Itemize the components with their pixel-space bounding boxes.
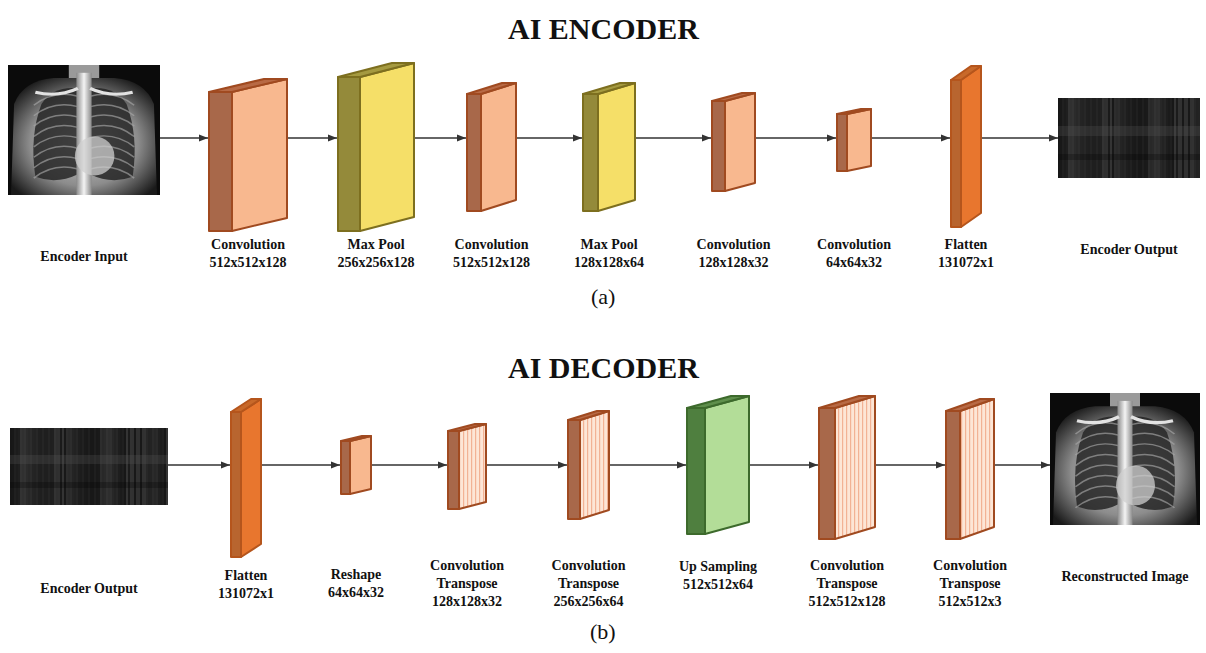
layer-node: Convolution Transpose 128x128x32 xyxy=(447,423,487,510)
layer-node: Flatten 131072x1 xyxy=(230,398,262,558)
layer-label: Convolution 128x128x32 xyxy=(684,236,784,272)
layer-node: Max Pool 256x256x128 xyxy=(337,62,415,232)
image-node: Reconstructed Image xyxy=(1050,393,1200,525)
layer-label: Convolution 512x512x128 xyxy=(442,236,542,272)
layer-node: Convolution Transpose 512x512x3 xyxy=(945,398,995,540)
layer-node: Convolution 128x128x32 xyxy=(711,92,756,192)
flow-arrow xyxy=(372,464,447,465)
layer-label: Up Sampling 512x512x64 xyxy=(668,558,768,594)
layer-label: Max Pool 256x256x128 xyxy=(326,236,426,272)
panel-letter: (b) xyxy=(590,619,616,645)
image-node: Encoder Input xyxy=(8,65,160,195)
image-node: Encoder Output xyxy=(1058,98,1200,178)
convolution-block xyxy=(466,82,517,212)
flow-arrow xyxy=(160,137,208,138)
flow-arrow xyxy=(876,464,945,465)
flow-arrow xyxy=(168,464,230,465)
layer-node: Max Pool 128x128x64 xyxy=(582,82,636,212)
convolution-block xyxy=(208,78,288,232)
layer-label: Max Pool 128x128x64 xyxy=(559,236,659,272)
convolution-block xyxy=(836,108,872,172)
flow-arrow xyxy=(517,137,582,138)
layer-label: Reshape 64x64x32 xyxy=(306,566,406,602)
layer-label: Convolution Transpose 256x256x64 xyxy=(539,557,639,611)
flow-arrow xyxy=(262,464,340,465)
layer-label: Convolution 512x512x128 xyxy=(198,236,298,272)
flatten-block xyxy=(230,398,262,558)
encoded-image xyxy=(10,428,168,505)
layer-node: Up Sampling 512x512x64 xyxy=(686,395,750,535)
layer-label: Encoder Output xyxy=(1059,241,1199,259)
layer-node: Convolution 512x512x128 xyxy=(208,78,288,232)
xray-image xyxy=(1050,393,1200,525)
layer-node: Convolution Transpose 256x256x64 xyxy=(567,410,610,520)
layer-label: Flatten 131072x1 xyxy=(196,567,296,603)
flow-arrow xyxy=(415,137,466,138)
flow-arrow xyxy=(610,464,686,465)
transpose-block xyxy=(945,398,995,540)
flatten-block xyxy=(950,65,982,228)
flow-arrow xyxy=(487,464,567,465)
layer-node: Convolution Transpose 512x512x128 xyxy=(818,395,876,540)
layer-node: Flatten 131072x1 xyxy=(950,65,982,228)
transpose-block xyxy=(447,423,487,510)
layer-label: Convolution Transpose 512x512x3 xyxy=(920,557,1020,611)
flow-arrow xyxy=(750,464,818,465)
layer-label: Convolution 64x64x32 xyxy=(804,236,904,272)
image-node: Encoder Output xyxy=(10,428,168,505)
panel-letter: (a) xyxy=(591,284,615,310)
transpose-block xyxy=(818,395,876,540)
layer-node: Reshape 64x64x32 xyxy=(340,435,372,495)
flow-arrow xyxy=(982,137,1058,138)
encoded-image xyxy=(1058,98,1200,178)
layer-label: Encoder Output xyxy=(19,580,159,598)
layer-node: Convolution 64x64x32 xyxy=(836,108,872,172)
transpose-block xyxy=(567,410,610,520)
layer-label: Flatten 131072x1 xyxy=(916,236,1016,272)
maxpool-block xyxy=(582,82,636,212)
convolution-block xyxy=(340,435,372,495)
layer-label: Reconstructed Image xyxy=(1055,568,1195,586)
flow-arrow xyxy=(636,137,711,138)
xray-image xyxy=(8,65,160,195)
section-title: AI ENCODER xyxy=(508,12,699,46)
flow-arrow xyxy=(872,137,950,138)
layer-label: Convolution Transpose 512x512x128 xyxy=(797,557,897,611)
maxpool-block xyxy=(337,62,415,232)
layer-label: Convolution Transpose 128x128x32 xyxy=(417,557,517,611)
convolution-block xyxy=(711,92,756,192)
layer-node: Convolution 512x512x128 xyxy=(466,82,517,212)
section-title: AI DECODER xyxy=(508,351,699,385)
layer-label: Encoder Input xyxy=(14,248,154,266)
flow-arrow xyxy=(288,137,337,138)
flow-arrow xyxy=(756,137,836,138)
flow-arrow xyxy=(995,464,1050,465)
upsampling-block xyxy=(686,395,750,535)
